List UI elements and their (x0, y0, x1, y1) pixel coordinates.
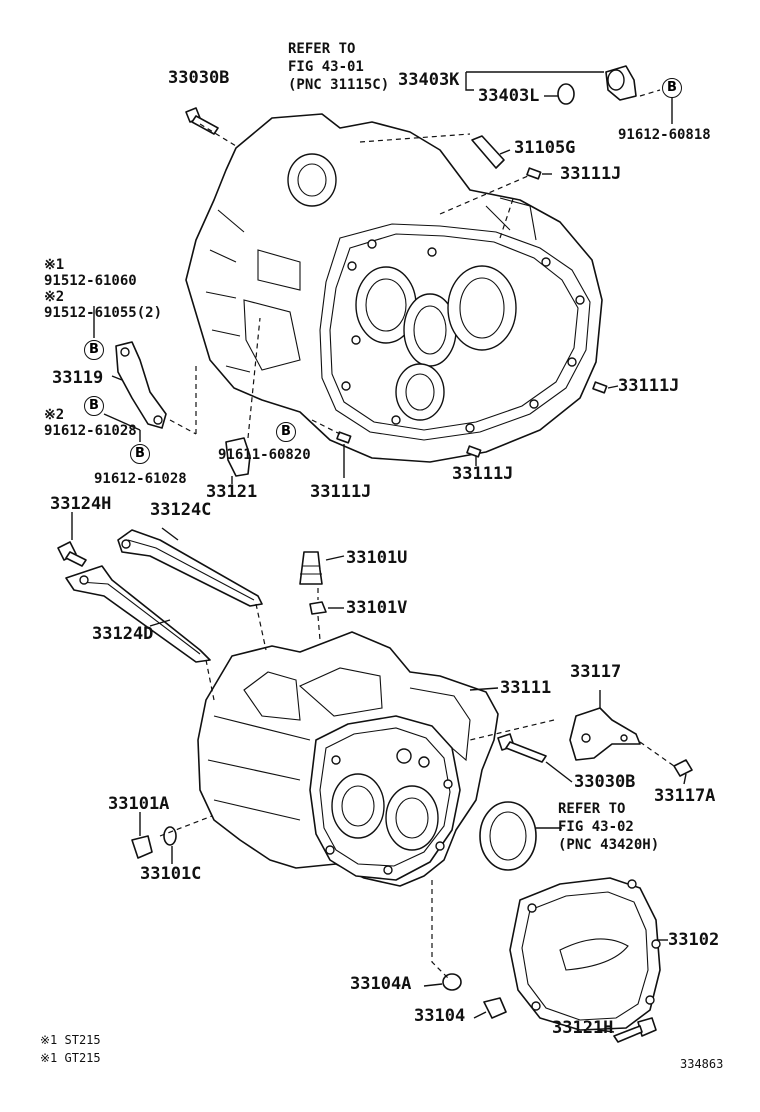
part-label-33030B-top[interactable]: 33030B (168, 68, 230, 88)
part-label-33101A[interactable]: 33101A (108, 794, 170, 814)
part-label-33117A[interactable]: 33117A (654, 786, 716, 806)
part-label-33104[interactable]: 33104 (414, 1006, 466, 1026)
footnote-1: ※1 ST215 (40, 1033, 101, 1047)
refer-mid-line1: REFER TO (558, 801, 626, 817)
part-label-33101V[interactable]: 33101V (346, 598, 408, 618)
part-label-33124D[interactable]: 33124D (92, 624, 154, 644)
transaxle-case-lower (197, 631, 499, 887)
stiffener-plates (65, 529, 263, 663)
part-label-91612-61028-b[interactable]: 91612-61028 (94, 471, 187, 487)
part-label-31105G[interactable]: 31105G (514, 138, 576, 158)
circle-b-marker: B (662, 78, 682, 98)
circle-b-marker: B (84, 396, 104, 416)
part-label-91612-61028-a[interactable]: 91612-61028 (44, 423, 137, 439)
alt-part-1[interactable]: 91512-61060 (44, 273, 137, 289)
part-label-33121[interactable]: 33121 (206, 482, 258, 502)
alt-mark-2: ※2 (44, 289, 65, 305)
part-label-33121H[interactable]: 33121H (552, 1018, 614, 1038)
alt-part-2[interactable]: 91512-61055(2) (44, 305, 163, 321)
refer-top-line3: (PNC 31115C) (288, 77, 390, 93)
part-label-33119[interactable]: 33119 (52, 368, 104, 388)
part-label-33117[interactable]: 33117 (570, 662, 622, 682)
part-label-33102[interactable]: 33102 (668, 930, 720, 950)
part-label-91611-60820[interactable]: 91611-60820 (218, 447, 311, 463)
part-label-33111J-c[interactable]: 33111J (310, 482, 372, 502)
part-label-33111[interactable]: 33111 (500, 678, 552, 698)
circle-b-marker: B (84, 340, 104, 360)
alt-mark-1: ※1 (44, 257, 65, 273)
part-label-33111J-a[interactable]: 33111J (560, 164, 622, 184)
part-label-33101U[interactable]: 33101U (346, 548, 408, 568)
part-label-33403K[interactable]: 33403K (398, 70, 460, 90)
part-label-33104A[interactable]: 33104A (350, 974, 412, 994)
side-cover (509, 877, 661, 1031)
footnote-2: ※1 GT215 (40, 1051, 101, 1065)
bracket-33119 (115, 341, 167, 429)
circle-b-marker: B (276, 422, 296, 442)
part-label-33111J-b[interactable]: 33111J (618, 376, 680, 396)
part-label-33124C[interactable]: 33124C (150, 500, 212, 520)
part-label-91612-60818[interactable]: 91612-60818 (618, 127, 711, 143)
part-label-33101C[interactable]: 33101C (140, 864, 202, 884)
part-label-33030B-low[interactable]: 33030B (574, 772, 636, 792)
part-label-33124H[interactable]: 33124H (50, 494, 112, 514)
refer-mid-line3: (PNC 43420H) (558, 837, 660, 853)
bracket-33117 (569, 707, 641, 761)
alt-mark-b: ※2 (44, 407, 65, 423)
part-label-33403L[interactable]: 33403L (478, 86, 540, 106)
refer-mid-line2: FIG 43-02 (558, 819, 634, 835)
circle-b-marker: B (130, 444, 150, 464)
figure-id: 334863 (680, 1057, 724, 1071)
transaxle-housing-upper (185, 113, 603, 463)
refer-top-line2: FIG 43-01 (288, 59, 364, 75)
part-label-33111J-d[interactable]: 33111J (452, 464, 514, 484)
leader-lines (71, 71, 687, 1033)
refer-top-line1: REFER TO (288, 41, 356, 57)
